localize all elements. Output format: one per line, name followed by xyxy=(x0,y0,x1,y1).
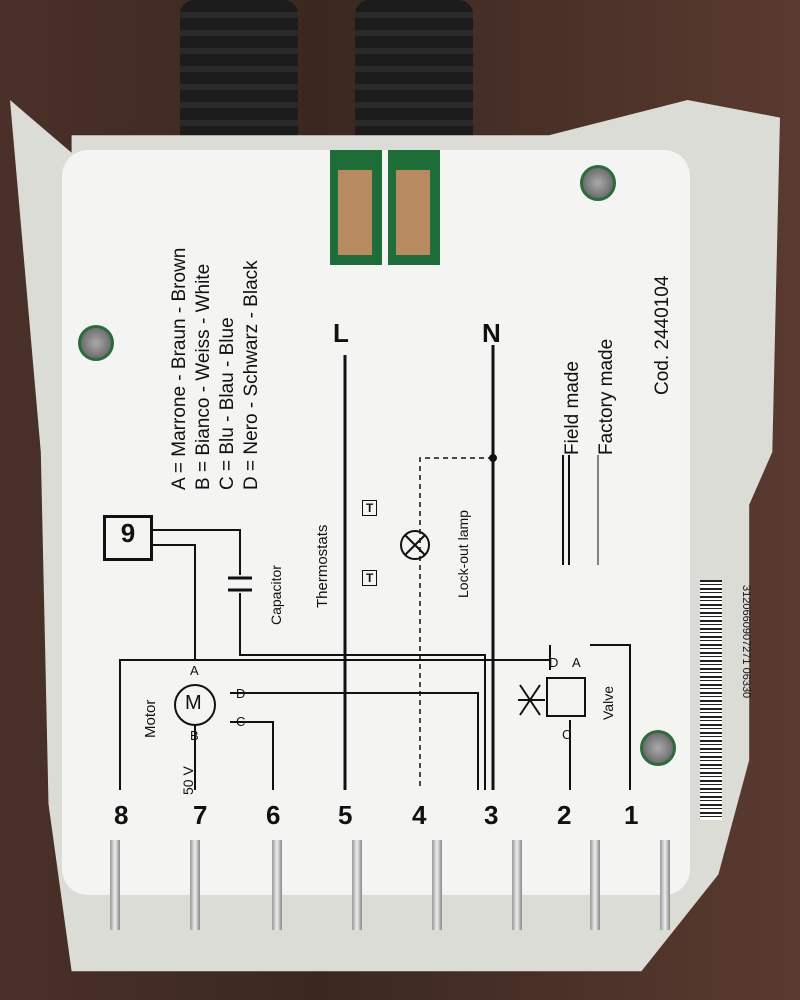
factory-made-label: Factory made xyxy=(596,338,617,455)
terminal-9-box: 9 xyxy=(103,515,153,561)
screw-icon xyxy=(580,165,616,201)
terminal-1-label: 1 xyxy=(624,800,639,830)
valve-wire-a: A xyxy=(572,655,581,670)
terminal-4-label: 4 xyxy=(412,800,427,830)
legend-line: D = Nero - Schwarz - Black xyxy=(241,260,262,490)
motor-wire-a: A xyxy=(190,663,199,678)
legend-line: A = Marrone - Braun - Brown xyxy=(169,247,190,490)
field-made-label: Field made xyxy=(562,361,583,455)
screw-icon xyxy=(78,325,114,361)
motor-symbol: M xyxy=(185,692,202,714)
thermostats-label: Thermostats xyxy=(314,524,331,608)
motor-label: Motor xyxy=(142,699,159,738)
terminal-pin xyxy=(512,840,522,930)
motor-wire-c: C xyxy=(236,714,246,729)
voltage-label: 50 V xyxy=(180,766,196,795)
screw-icon xyxy=(640,730,676,766)
terminal-pin xyxy=(190,840,200,930)
pcb-contact-right xyxy=(388,150,440,265)
barcode xyxy=(700,580,722,820)
motor-wire-d: D xyxy=(236,686,246,701)
terminal-6-label: 6 xyxy=(266,800,281,830)
terminal-pin xyxy=(352,840,362,930)
terminal-pin xyxy=(272,840,282,930)
live-label: L xyxy=(333,318,349,348)
terminal-8-label: 8 xyxy=(114,800,129,830)
pcb-contact-left xyxy=(330,150,382,265)
terminal-pin xyxy=(660,840,670,930)
terminal-7-label: 7 xyxy=(193,800,208,830)
color-legend: A = Marrone - Braun - Brown B = Bianco -… xyxy=(168,248,264,490)
product-code: Cod. 2440104 xyxy=(652,275,673,395)
terminal-5-label: 5 xyxy=(338,800,353,830)
barcode-number: 3120660907271 06330 xyxy=(740,585,752,699)
terminal-pin xyxy=(110,840,120,930)
motor-wire-b: B xyxy=(190,728,199,743)
valve-wire-d: D xyxy=(549,655,559,670)
capacitor-label: Capacitor xyxy=(268,565,284,625)
valve-label: Valve xyxy=(600,686,616,720)
legend-line: C = Blu - Blau - Blue xyxy=(217,317,238,490)
terminal-pin xyxy=(590,840,600,930)
thermostat-t1: T xyxy=(362,500,378,516)
valve-wire-c: C xyxy=(562,727,572,742)
terminal-2-label: 2 xyxy=(557,800,572,830)
thermostat-t2: T xyxy=(362,570,378,586)
cable-gland-right xyxy=(355,0,473,150)
terminal-pin xyxy=(432,840,442,930)
cable-gland-left xyxy=(180,0,298,150)
lockout-lamp-label: Lock-out lamp xyxy=(455,510,471,598)
wiring-label xyxy=(62,150,690,895)
terminal-3-label: 3 xyxy=(484,800,499,830)
neutral-label: N xyxy=(482,318,501,348)
legend-line: B = Bianco - Weiss - White xyxy=(193,263,214,490)
